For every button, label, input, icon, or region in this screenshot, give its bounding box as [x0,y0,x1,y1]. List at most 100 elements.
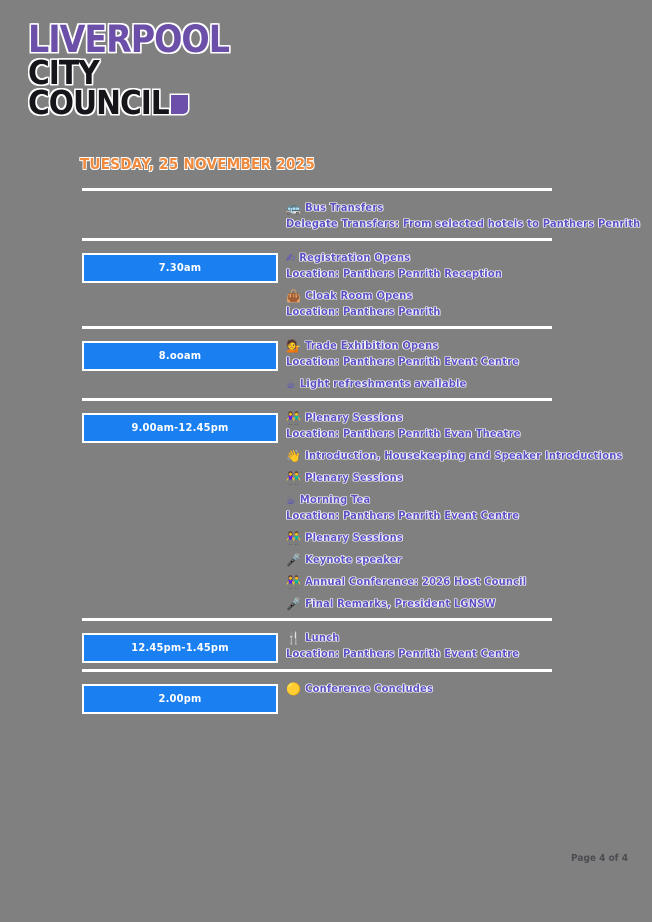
event-title-row: 👫Annual Conference: 2026 Host Council [286,575,623,588]
bus-icon: 🚌 [286,200,302,215]
logo-square-mark-icon [170,94,188,114]
row-divider [82,326,552,329]
fork-and-knife-icon: 🍴 [286,630,302,645]
event-title: Cloak Room Opens [305,289,413,302]
coffee-cup-icon: ☕ [286,492,296,507]
event-location: Location: Panthers Penrith [286,305,441,318]
event-location: Location: Panthers Penrith Reception [286,267,503,280]
event-title-row: ☕Morning Tea [286,493,623,506]
event-title-row: 👋Introduction, Housekeeping and Speaker … [286,449,623,462]
time-column: 12.45pm-1.45pm [82,629,278,663]
event-location: Location: Panthers Penrith Event Centre [286,509,520,522]
people-icon: 👫 [286,470,302,485]
event-title: Conference Concludes [305,682,434,695]
people-icon: 👫 [286,530,302,545]
coffee-cup-icon: ☕ [286,376,296,391]
events-column: 🟡Conference Concludes [278,680,552,697]
time-badge[interactable]: 8.ooam [82,341,278,371]
time-column: 2.00pm [82,680,278,714]
row-divider [82,188,552,191]
page-number-footer: Page 4 of 4 [571,853,628,864]
writing-hand-icon: ✍ [286,250,296,265]
event-item: 🎤Keynote speaker [286,553,623,566]
time-badge[interactable]: 2.00pm [82,684,278,714]
coat-icon: 👜 [286,288,302,303]
page-title: TUESDAY, 25 NOVEMBER 2025 [80,155,316,173]
microphone-icon: 🎤 [286,596,302,611]
event-title-row: 💁Trade Exhibition Opens [286,339,552,352]
event-title: Plenary Sessions [305,411,403,424]
event-location: Location: Panthers Penrith Evan Theatre [286,427,521,440]
event-title-row: 👜Cloak Room Opens [286,289,552,302]
logo-text-liverpool: LIVERPOOL [28,18,230,61]
liverpool-city-council-logo: LIVERPOOL CITY COUNCIL [28,18,248,122]
time-column [82,199,278,203]
event-title: Lunch [305,631,340,644]
event-item: ☕Light refreshments available [286,377,552,390]
row-divider [82,618,552,621]
event-item: 👫Plenary Sessions [286,471,623,484]
time-badge[interactable]: 7.30am [82,253,278,283]
row-divider [82,238,552,241]
event-title-row: 👫Plenary Sessions [286,411,623,424]
time-badge[interactable]: 9.00am-12.45pm [82,413,278,443]
event-location: Location: Panthers Penrith Event Centre [286,647,520,660]
event-title: Registration Opens [299,251,411,264]
event-item: 👫Annual Conference: 2026 Host Council [286,575,623,588]
event-location: Delegate Transfers: From selected hotels… [286,217,641,230]
event-item: 🎤Final Remarks, President LGNSW [286,597,623,610]
event-title: Bus Transfers [305,201,384,214]
event-item: 👋Introduction, Housekeeping and Speaker … [286,449,623,462]
row-divider [82,669,552,672]
people-icon: 👫 [286,410,302,425]
time-column: 7.30am [82,249,278,283]
schedule-row: 2.00pm 🟡Conference Concludes [82,672,552,720]
event-title: Annual Conference: 2026 Host Council [305,575,527,588]
event-title: Light refreshments available [299,377,467,390]
time-column: 9.00am-12.45pm [82,409,278,443]
event-title: Introduction, Housekeeping and Speaker I… [305,449,623,462]
logo-council-row: COUNCIL [28,82,248,122]
waving-hand-icon: 👋 [286,448,302,463]
clapping-hands-icon: 🟡 [286,681,302,696]
event-title-row: ✍Registration Opens [286,251,552,264]
event-title: Final Remarks, President LGNSW [305,597,496,610]
event-location: Location: Panthers Penrith Event Centre [286,355,520,368]
time-badge[interactable]: 12.45pm-1.45pm [82,633,278,663]
event-item: 🟡Conference Concludes [286,682,552,695]
row-divider [82,398,552,401]
people-icon: 👫 [286,574,302,589]
time-column: 8.ooam [82,337,278,371]
event-title: Plenary Sessions [305,531,403,544]
event-title-row: 🎤Keynote speaker [286,553,623,566]
logo-text-council: COUNCIL [28,82,170,122]
event-title-row: 🍴Lunch [286,631,552,644]
event-title: Morning Tea [299,493,371,506]
event-title: Trade Exhibition Opens [305,339,439,352]
event-title: Keynote speaker [305,553,402,566]
logo-text-city: CITY [28,52,100,92]
microphone-icon: 🎤 [286,552,302,567]
event-item: 👫Plenary Sessions [286,531,623,544]
event-title-row: 🎤Final Remarks, President LGNSW [286,597,623,610]
event-title-row: ☕Light refreshments available [286,377,552,390]
event-title: Plenary Sessions [305,471,403,484]
